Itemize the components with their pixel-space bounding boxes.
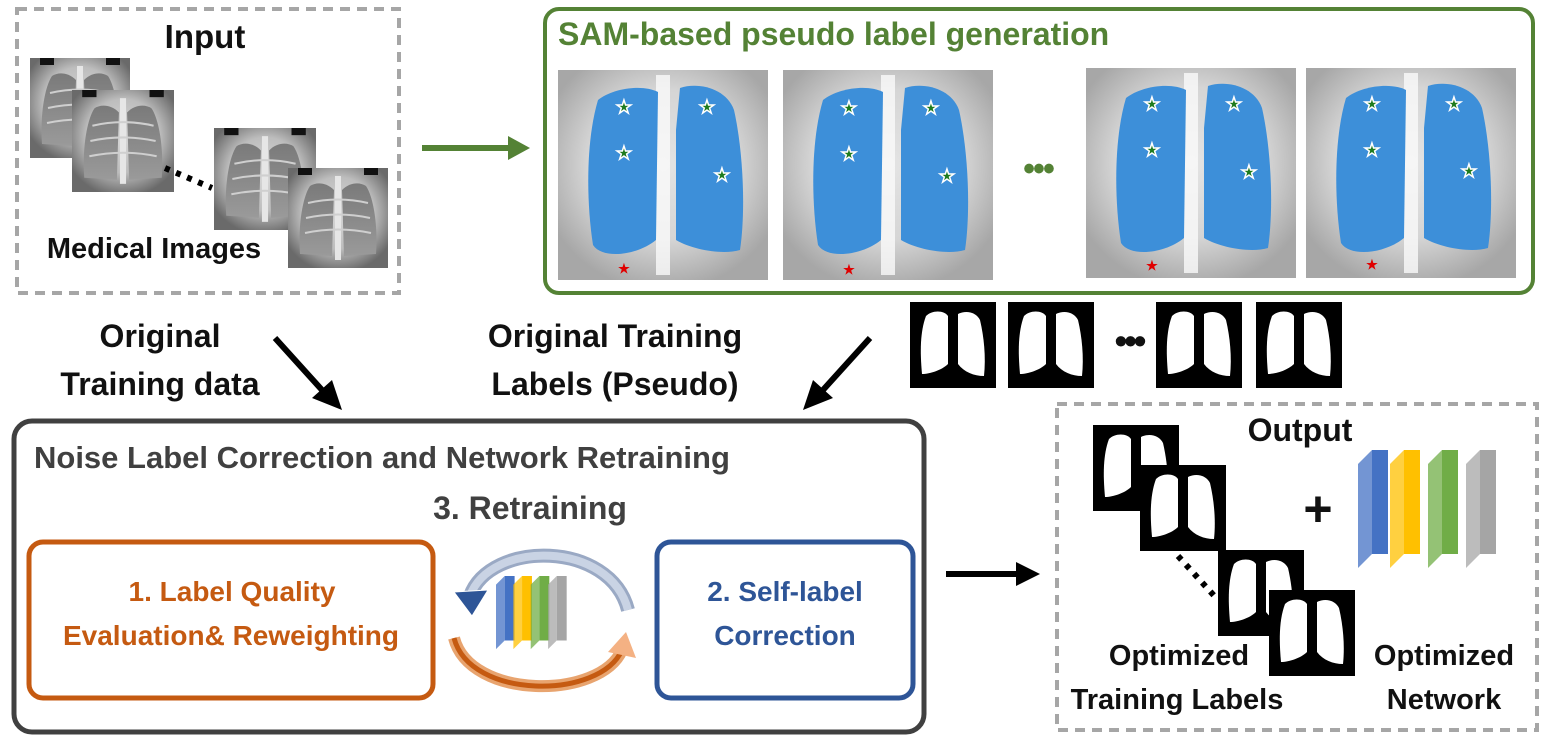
original-labels-label-2: Labels (Pseudo) [491, 366, 739, 402]
step1-line2: Evaluation& Reweighting [62, 620, 400, 651]
output-network [1358, 450, 1496, 568]
input-caption: Medical Images [46, 233, 262, 265]
svg-text:★: ★ [1364, 94, 1381, 114]
svg-text:★: ★ [1144, 140, 1161, 160]
output-title: Output [1247, 412, 1353, 448]
svg-text:★: ★ [1226, 94, 1243, 114]
negative-prompt-stars: ★ ★ ★ ★ [618, 257, 1378, 277]
svg-text:★: ★ [841, 144, 858, 164]
sam-xray-2 [783, 70, 993, 280]
svg-text:★: ★ [618, 261, 630, 276]
svg-text:★: ★ [714, 165, 731, 185]
optimized-network-line1: Optimized [1373, 640, 1515, 672]
sam-xray-3 [1086, 68, 1296, 278]
output-box [1055, 402, 1539, 732]
arrow-data-to-noise [272, 335, 325, 393]
optimized-labels-line1: Optimized [1108, 640, 1250, 672]
mask-2 [1008, 302, 1094, 388]
noise-box [11, 418, 927, 735]
sam-box [543, 7, 1535, 295]
original-labels-label-1: Original Training [487, 318, 743, 354]
retraining-label: 3. Retraining [433, 490, 627, 526]
svg-text:★: ★ [699, 97, 716, 117]
sam-title: SAM-based pseudo label generation [558, 16, 1110, 52]
output-mask-2 [1140, 465, 1226, 551]
sam-ellipsis: ••• [1023, 150, 1055, 188]
prompt-stars: ★ ★ ★ ★ ★ ★ ★ ★ ★ ★ ★ ★ ★ ★ ★ ★ [616, 94, 1479, 187]
output-plus: + [1303, 481, 1333, 537]
svg-text:★: ★ [1446, 94, 1463, 114]
svg-text:★: ★ [616, 143, 633, 163]
svg-text:★: ★ [1144, 94, 1161, 114]
input-dots [163, 165, 214, 191]
sam-xray-1 [558, 70, 768, 280]
svg-text:★: ★ [1461, 161, 1478, 181]
svg-text:★: ★ [1364, 140, 1381, 160]
svg-text:★: ★ [1366, 257, 1378, 272]
mask-4 [1256, 302, 1342, 388]
input-box [15, 7, 401, 295]
input-xray-4 [287, 167, 389, 269]
svg-text:★: ★ [616, 97, 633, 117]
step2-line1: 2. Self-label [707, 576, 863, 607]
output-dots [1175, 553, 1221, 603]
original-data-label-1: Original [99, 318, 221, 354]
sam-xray-4 [1306, 68, 1516, 278]
arrow-labels-to-noise [820, 335, 873, 393]
output-mask-4 [1269, 590, 1355, 676]
step2-line2: Correction [714, 620, 856, 651]
optimized-labels-line2: Training Labels [1070, 684, 1284, 716]
mask-3 [1156, 302, 1242, 388]
step2-box [654, 539, 916, 701]
noise-title: Noise Label Correction and Network Retra… [34, 440, 730, 475]
svg-text:★: ★ [1146, 258, 1158, 273]
svg-text:★: ★ [923, 98, 940, 118]
svg-text:★: ★ [841, 98, 858, 118]
optimized-network-line2: Network [1386, 684, 1502, 716]
input-xray-2 [70, 88, 176, 194]
cycle-network [496, 576, 567, 650]
svg-text:★: ★ [843, 262, 855, 277]
step1-box [26, 539, 436, 701]
svg-text:★: ★ [939, 166, 956, 186]
step1-line1: 1. Label Quality [128, 576, 336, 607]
svg-text:★: ★ [1241, 162, 1258, 182]
mask-1 [910, 302, 996, 388]
original-data-label-2: Training data [60, 366, 260, 402]
input-title: Input [164, 18, 246, 55]
cycle-arc-bottom [448, 635, 628, 692]
mask-ellipsis: ••• [1114, 320, 1147, 361]
